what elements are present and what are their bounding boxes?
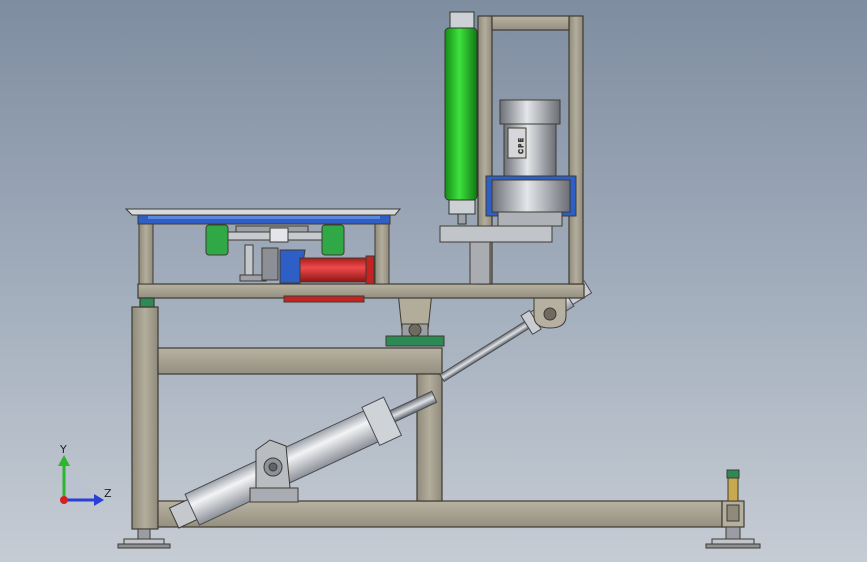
motor-mount-plate xyxy=(439,225,553,285)
green-wheel-right xyxy=(321,224,345,256)
tower-frame[interactable] xyxy=(477,15,584,285)
base-frame[interactable] xyxy=(131,306,745,530)
x-axis-dot xyxy=(60,496,68,504)
tower-top-beam xyxy=(491,15,570,31)
leveling-foot-left xyxy=(117,528,171,549)
z-axis-label: Z xyxy=(104,487,112,500)
motor-nameplate-text: C P E xyxy=(518,138,525,154)
vertical-motor[interactable]: C P E xyxy=(485,99,577,227)
motor-nameplate xyxy=(507,127,527,159)
table-blue-rail xyxy=(137,214,391,225)
work-table[interactable] xyxy=(124,208,402,303)
y-axis-label: Y xyxy=(59,443,67,456)
pivot-bearing[interactable] xyxy=(385,291,445,347)
bearing-base-plate xyxy=(385,335,445,347)
bottom-beam xyxy=(157,500,723,528)
upper-cylinder-lug xyxy=(533,297,567,329)
tower-post-right xyxy=(568,15,584,285)
green-wheel-left xyxy=(205,224,229,256)
axis-triad: Y Z xyxy=(58,443,112,506)
red-drive-motor xyxy=(299,257,373,283)
mid-beam xyxy=(157,347,443,375)
leveling-foot-right xyxy=(705,469,761,549)
left-post xyxy=(131,306,159,530)
lower-cylinder-trunnion xyxy=(249,439,299,503)
green-roller[interactable] xyxy=(444,11,478,225)
